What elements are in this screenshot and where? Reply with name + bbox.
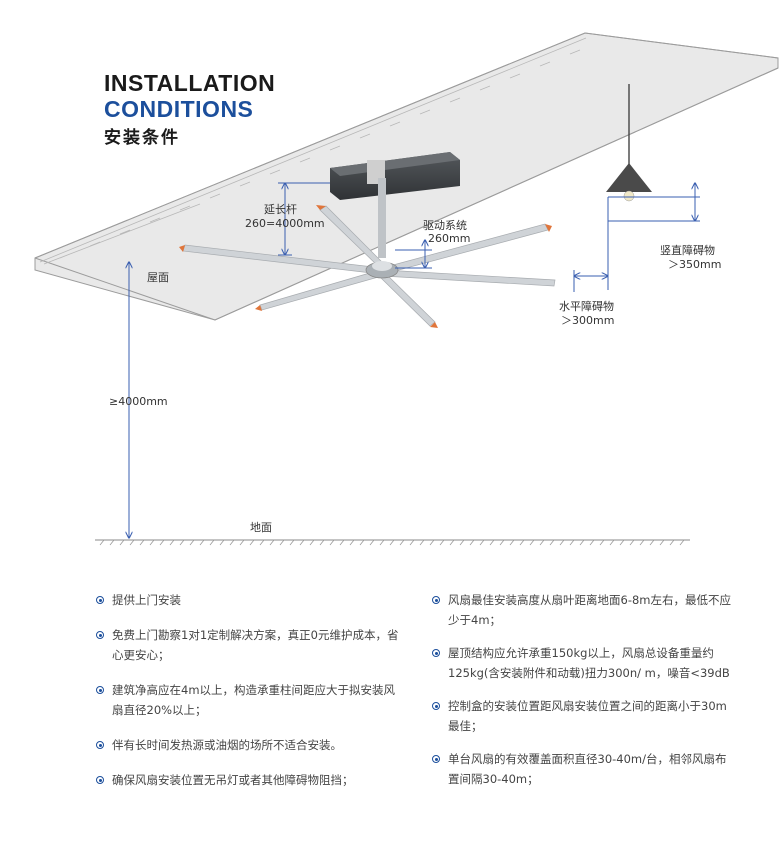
- bullet-icon: [432, 596, 440, 604]
- roof-label: 屋面: [147, 271, 169, 284]
- height-value: ≥4000mm: [109, 395, 168, 408]
- vertical-obstacle-value: ＞350mm: [668, 258, 721, 271]
- list-item: 建筑净高应在4m以上，构造承重柱间距应大于拟安装风扇直径20%以上；: [96, 680, 401, 720]
- ground-label: 地面: [250, 521, 272, 534]
- list-item: 确保风扇安装位置无吊灯或者其他障碍物阻挡；: [96, 770, 401, 790]
- title-conditions: CONDITIONS: [104, 96, 254, 122]
- extension-rod-label: 延长杆: [264, 202, 297, 216]
- drive-system-size: 260mm: [428, 232, 470, 245]
- installation-diagram: 屋面 延长杆 260=4000mm 驱动系统 260mm 竖直障碍物 ＞350m…: [34, 32, 779, 546]
- bullet-icon: [96, 596, 104, 604]
- title-chinese: 安装条件: [104, 128, 180, 148]
- horizontal-obstacle-value: ＞300mm: [561, 314, 614, 327]
- bullet-icon: [96, 686, 104, 694]
- list-item: 单台风扇的有效覆盖面积直径30-40m/台，相邻风扇布置间隔30-40m；: [432, 749, 737, 789]
- list-item: 风扇最佳安装高度从扇叶距离地面6-8m左右，最低不应少于4m；: [432, 590, 737, 630]
- notes-left-list: 提供上门安装 免费上门勘察1对1定制解决方案，真正0元维护成本，省心更安心； 建…: [96, 590, 401, 805]
- vertical-obstacle-label: 竖直障碍物: [660, 243, 715, 257]
- ground-line: [95, 539, 690, 546]
- bullet-icon: [432, 755, 440, 763]
- bullet-icon: [96, 776, 104, 784]
- horizontal-obstacle-label: 水平障碍物: [559, 299, 614, 313]
- list-item: 伴有长时间发热源或油烟的场所不适合安装。: [96, 735, 401, 755]
- list-item: 提供上门安装: [96, 590, 401, 610]
- fan-blades: [179, 205, 556, 328]
- dimension-lines: [129, 183, 700, 538]
- pendant-lamp: [606, 84, 652, 202]
- list-item: 控制盒的安装位置距风扇安装位置之间的距离小于30m最佳；: [432, 696, 737, 736]
- extension-rod: [378, 178, 386, 258]
- extension-rod-range: 260=4000mm: [245, 217, 325, 230]
- drive-system-label: 驱动系统: [423, 219, 467, 232]
- title-installation: INSTALLATION: [104, 70, 276, 96]
- notes-right-list: 风扇最佳安装高度从扇叶距离地面6-8m左右，最低不应少于4m； 屋顶结构应允许承…: [432, 590, 737, 802]
- bullet-icon: [432, 702, 440, 710]
- list-item: 免费上门勘察1对1定制解决方案，真正0元维护成本，省心更安心；: [96, 625, 401, 665]
- bullet-icon: [432, 649, 440, 657]
- control-box: [330, 152, 460, 200]
- list-item: 屋顶结构应允许承重150kg以上，风扇总设备重量约125kg(含安装附件和动载)…: [432, 643, 737, 683]
- bullet-icon: [96, 741, 104, 749]
- bullet-icon: [96, 631, 104, 639]
